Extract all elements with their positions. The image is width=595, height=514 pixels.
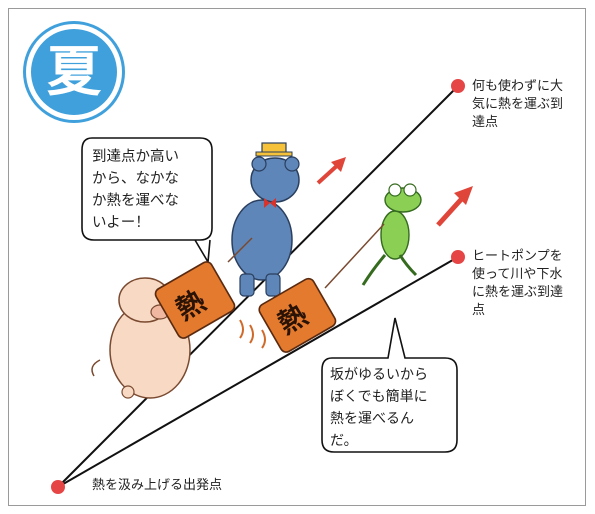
- left-heat-bucket-icon: [154, 261, 236, 339]
- top-point-label: 何も使わずに大 気に熱を運ぶ到 達点: [472, 79, 564, 130]
- frog-speech-bubble: [321, 317, 458, 453]
- frog-speech-text: 坂がゆるいから ぼくでも簡単に 熱を運べるん だ。: [330, 367, 428, 449]
- steep-slope-line: [57, 85, 459, 488]
- bear-character-icon: [231, 142, 300, 297]
- pig-bear-speech-text: 到達点か高い から、なかな か熱を運べな いよー！: [92, 149, 179, 231]
- diagram-frame: [8, 8, 586, 506]
- right-heat-bucket-icon: [258, 277, 337, 353]
- frog-character-icon: [361, 183, 422, 286]
- start-point-label: 熱を汲み上げる出発点: [92, 478, 223, 493]
- frog-rope: [324, 223, 385, 289]
- season-badge: 夏: [26, 24, 122, 120]
- start-point-dot: [51, 480, 65, 494]
- gentle-slope-line: [57, 256, 459, 488]
- bear-rope: [227, 237, 253, 263]
- steep-arrow-icon: [316, 157, 346, 185]
- top-point-dot: [451, 79, 465, 93]
- gentle-arrow-icon: [436, 186, 473, 227]
- middle-point-label: ヒートポンプを 使って川や下水 に熱を運ぶ到達 点: [472, 249, 564, 318]
- effort-marks: [239, 319, 266, 349]
- middle-point-dot: [451, 250, 465, 264]
